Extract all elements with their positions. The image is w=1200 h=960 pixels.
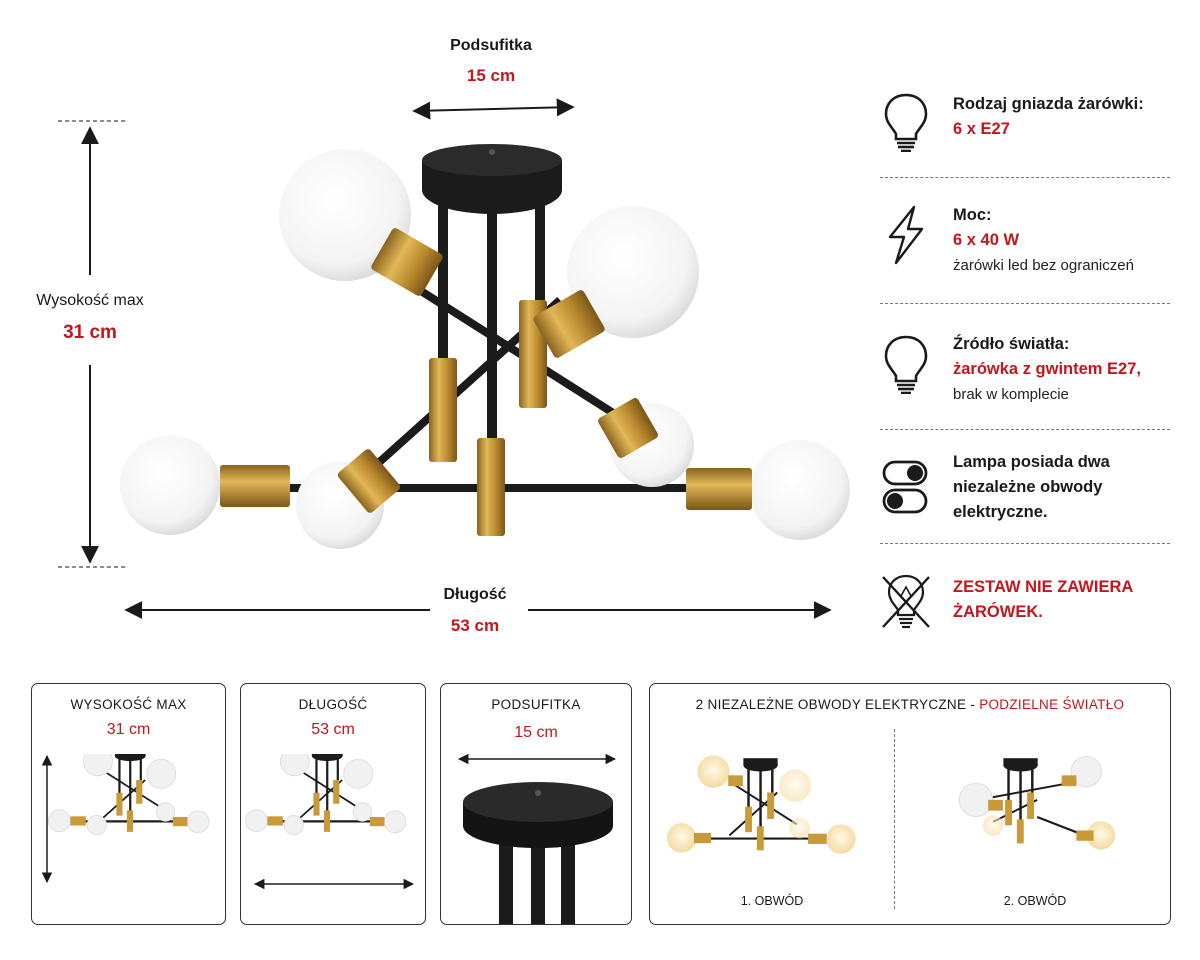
card-length-title: DŁUGOŚĆ [298,697,368,712]
height-value: 31 cm [63,322,117,343]
spec-power-note: żarówki led bez ograniczeń [953,257,1134,274]
spec-power-text: Moc: 6 x 40 W żarówki led bez ograniczeń [953,203,1173,278]
card-length-illustration [244,754,415,890]
spec-power: Moc: 6 x 40 W żarówki led bez ograniczeń [880,203,1170,288]
card-height-illustration [41,754,210,884]
circuit1-illustration [666,755,856,854]
bulb-icon [884,335,928,394]
card-circuits-title-red: PODZIELNE ŚWIATŁO [979,697,1125,712]
bulb-icon [884,93,928,152]
length-label: Długość [443,586,507,603]
card-length: DŁUGOŚĆ 53 cm [240,683,426,925]
spec-no-bulbs-text: ZESTAW NIE ZAWIERA ŻARÓWEK. [953,575,1173,625]
spec-light-source-text: Źródło światła: żarówka z gwintem E27, b… [953,332,1173,407]
card-canopy-illustration [457,753,617,924]
circuit-divider [894,729,895,909]
card-circuits: 2 NIEZALEŻNE OBWODY ELEKTRYCZNE - PODZIE… [649,683,1171,925]
spec-light-source-value: żarówka z gwintem E27, [953,360,1141,378]
spec-circuits-text: Lampa posiada dwa niezależne obwody elek… [953,450,1173,525]
no-bulb-icon [882,574,930,629]
toggle-switch-icon [882,460,928,514]
spec-socket: Rodzaj gniazda żarówki: 6 x E27 [880,92,1170,162]
card-height-title: WYSOKOŚĆ MAX [70,697,187,712]
podsufitka-label: Podsufitka [450,37,532,54]
length-value: 53 cm [450,616,500,635]
spec-power-title: Moc: [953,206,992,224]
card-height: WYSOKOŚĆ MAX 31 cm [31,683,226,925]
card-height-value: 31 cm [106,721,151,738]
spec-power-value: 6 x 40 W [953,231,1020,249]
spec-light-source: Źródło światła: żarówka z gwintem E27, b… [880,332,1170,417]
card-length-value: 53 cm [311,721,355,738]
card-canopy: PODSUFITKA 15 cm [440,683,632,925]
spec-divider [880,429,1170,430]
spec-socket-title: Rodzaj gniazda żarówki: [953,95,1144,113]
card-canopy-value: 15 cm [514,724,558,741]
spec-no-bulbs: ZESTAW NIE ZAWIERA ŻARÓWEK. [880,574,1173,635]
lightning-icon [888,205,924,265]
card-circuits-title-black: 2 NIEZALEŻNE OBWODY ELEKTRYCZNE - [695,697,980,712]
spec-no-bulbs-value: ZESTAW NIE ZAWIERA ŻARÓWEK. [953,578,1133,621]
spec-circuits-title: Lampa posiada dwa niezależne obwody elek… [953,453,1110,521]
spec-light-source-note: brak w komplecie [953,386,1069,403]
spec-socket-value: 6 x E27 [953,120,1010,138]
circuit2-illustration [958,755,1116,850]
height-label: Wysokość max [36,292,144,309]
main-lamp-illustration [58,98,850,619]
spec-socket-text: Rodzaj gniazda żarówki: 6 x E27 [953,92,1173,142]
podsufitka-arrow [412,98,575,120]
spec-divider [880,177,1170,178]
spec-circuits: Lampa posiada dwa niezależne obwody elek… [880,450,1170,530]
card-canopy-title: PODSUFITKA [491,697,581,712]
podsufitka-value: 15 cm [466,66,516,85]
spec-divider [880,543,1170,544]
circuit2-label: 2. OBWÓD [1003,894,1067,908]
card-circuits-title: 2 NIEZALEŻNE OBWODY ELEKTRYCZNE - PODZIE… [650,697,1170,712]
spec-divider [880,303,1170,304]
circuit1-label: 1. OBWÓD [740,894,804,908]
spec-light-source-title: Źródło światła: [953,335,1070,353]
